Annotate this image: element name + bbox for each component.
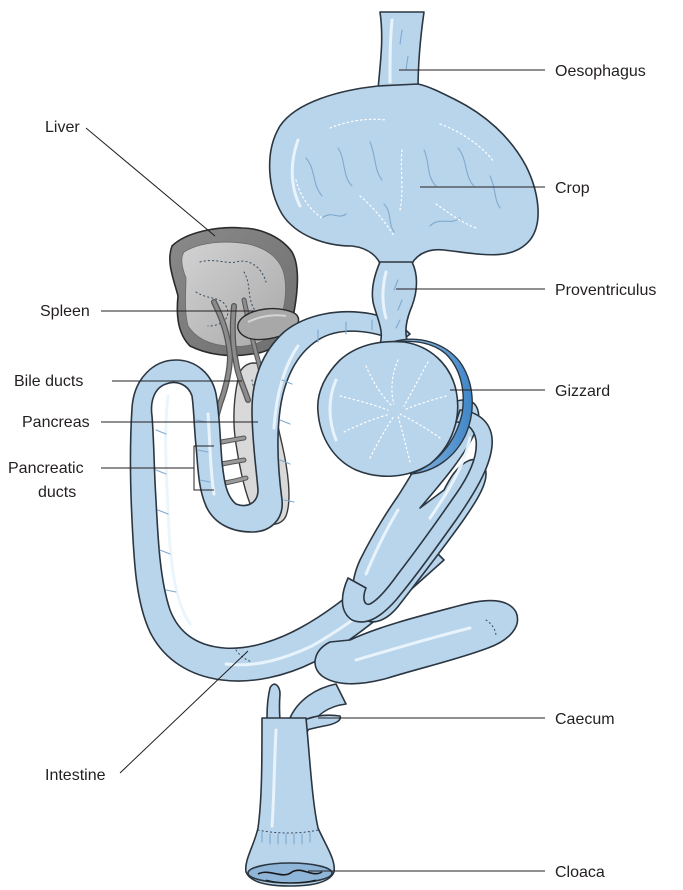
- label-proventriculus: Proventriculus: [555, 282, 656, 299]
- label-pancreas: Pancreas: [22, 414, 90, 431]
- label-pancreatic-ducts-line2: ducts: [38, 484, 76, 501]
- leader-liver: [86, 128, 215, 236]
- label-pancreatic-ducts-line1: Pancreatic: [8, 460, 84, 477]
- label-cloaca: Cloaca: [555, 864, 605, 881]
- label-bile-ducts: Bile ducts: [14, 373, 83, 390]
- label-intestine: Intestine: [45, 767, 106, 784]
- label-oesophagus: Oesophagus: [555, 63, 646, 80]
- oesophagus-organ: [378, 12, 424, 90]
- crop-organ: [270, 84, 538, 268]
- gizzard-organ: [318, 339, 473, 476]
- label-liver: Liver: [45, 119, 80, 136]
- cloaca-organ: [246, 718, 335, 886]
- label-caecum: Caecum: [555, 711, 615, 728]
- label-gizzard: Gizzard: [555, 383, 610, 400]
- label-spleen: Spleen: [40, 303, 90, 320]
- label-crop: Crop: [555, 180, 590, 197]
- leader-intestine: [120, 651, 248, 773]
